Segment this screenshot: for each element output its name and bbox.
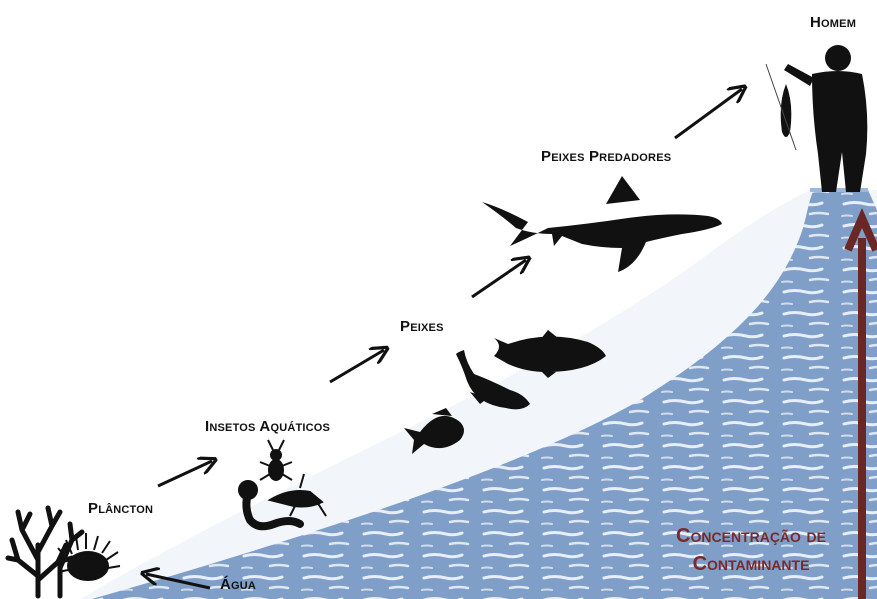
label-homem: Homem xyxy=(810,14,856,31)
label-agua: Água xyxy=(220,576,256,593)
arrow-predadores-homem xyxy=(675,89,742,138)
shark-icon xyxy=(482,176,722,272)
label-insetos-aquaticos: Insetos Aquáticos xyxy=(205,418,330,435)
label-concentracao-line2: Contaminante xyxy=(646,550,856,578)
arrow-plancton-insetos xyxy=(158,461,212,486)
label-concentracao: Concentração de Contaminante xyxy=(646,522,856,578)
label-peixes-predadores: Peixes Predadores xyxy=(541,148,671,165)
label-plancton: Plâncton xyxy=(88,500,153,517)
label-concentracao-line1: Concentração de xyxy=(646,522,856,550)
arrow-insetos-peixes xyxy=(330,350,384,382)
label-peixes: Peixes xyxy=(400,318,444,335)
arrow-peixes-predadores xyxy=(472,260,526,297)
man-fishing-icon xyxy=(766,45,867,192)
